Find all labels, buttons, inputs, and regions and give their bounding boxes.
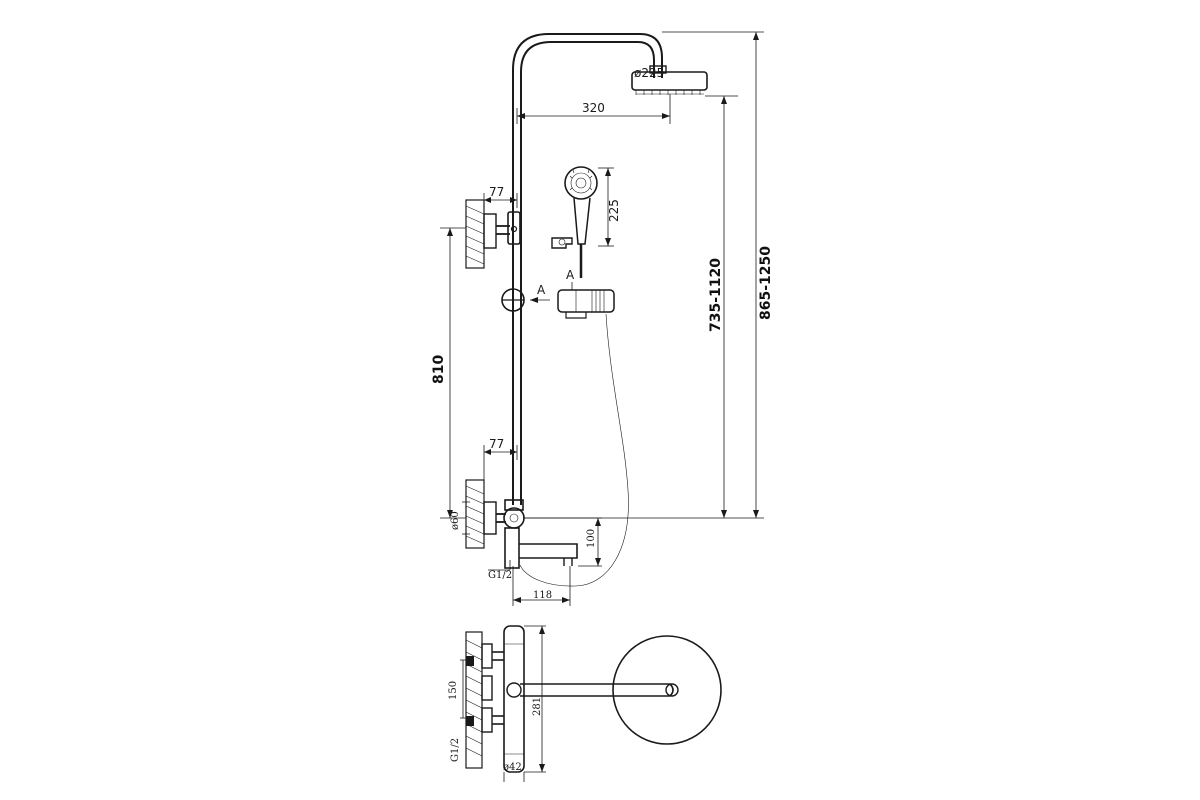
top-view-shower-arm <box>520 683 679 697</box>
inlet-spacing-label: 150 <box>448 681 459 700</box>
arm-length-label: 320 <box>582 101 605 115</box>
riser-pipe <box>512 33 663 505</box>
lower-offset-label: 77 <box>489 437 504 451</box>
column-height-dimension <box>440 227 466 519</box>
spout-length-label: 118 <box>533 590 552 601</box>
height-range-1-label: 735-1120 <box>708 258 724 332</box>
column-slider <box>501 288 525 312</box>
top-view-mixer-body <box>503 625 525 773</box>
escutcheon-diameter-label: ø60 <box>450 511 461 530</box>
hand-shower <box>564 166 598 278</box>
inlet-thread-side-label: G1/2 <box>450 738 461 762</box>
head-diameter-label: ø225 <box>634 66 664 80</box>
escutcheon-diameter-dimension <box>462 501 470 535</box>
bath-spout <box>519 543 578 566</box>
inlet-thread-label: G1/2 <box>488 570 512 581</box>
body-height-label: 281 <box>532 697 543 716</box>
view-marker-label-2: A <box>566 268 575 282</box>
upper-offset-label: 77 <box>489 185 504 199</box>
lower-wall-bracket <box>465 479 506 549</box>
height-range-2-dimension <box>662 31 764 519</box>
slider-detail-view-a <box>557 282 615 319</box>
height-range-2-label: 865-1250 <box>758 246 774 320</box>
body-diameter-dimension <box>503 772 525 782</box>
upper-wall-bracket <box>465 199 521 269</box>
hand-shower-holder <box>551 237 573 249</box>
spout-drop-label: 100 <box>586 529 597 548</box>
top-view-shower-head <box>612 635 722 745</box>
inlet-thread-leader <box>488 560 511 571</box>
shower-hose <box>519 313 629 587</box>
top-view-wall-plates <box>465 631 504 769</box>
column-height-label: 810 <box>431 355 447 384</box>
body-height-dimension <box>524 625 546 773</box>
upper-offset-dimension <box>483 193 518 208</box>
handshower-length-label: 225 <box>607 199 621 222</box>
handshower-length-dimension <box>598 167 614 247</box>
body-diameter-label: ø42 <box>503 762 522 773</box>
inlet-spacing-dimension <box>460 659 466 719</box>
height-range-1-dimension <box>523 95 738 519</box>
view-a-arrow <box>530 297 550 303</box>
spout-length-dimension <box>512 566 571 606</box>
view-marker-label-1: A <box>537 283 546 297</box>
arm-length-dimension <box>516 94 671 124</box>
